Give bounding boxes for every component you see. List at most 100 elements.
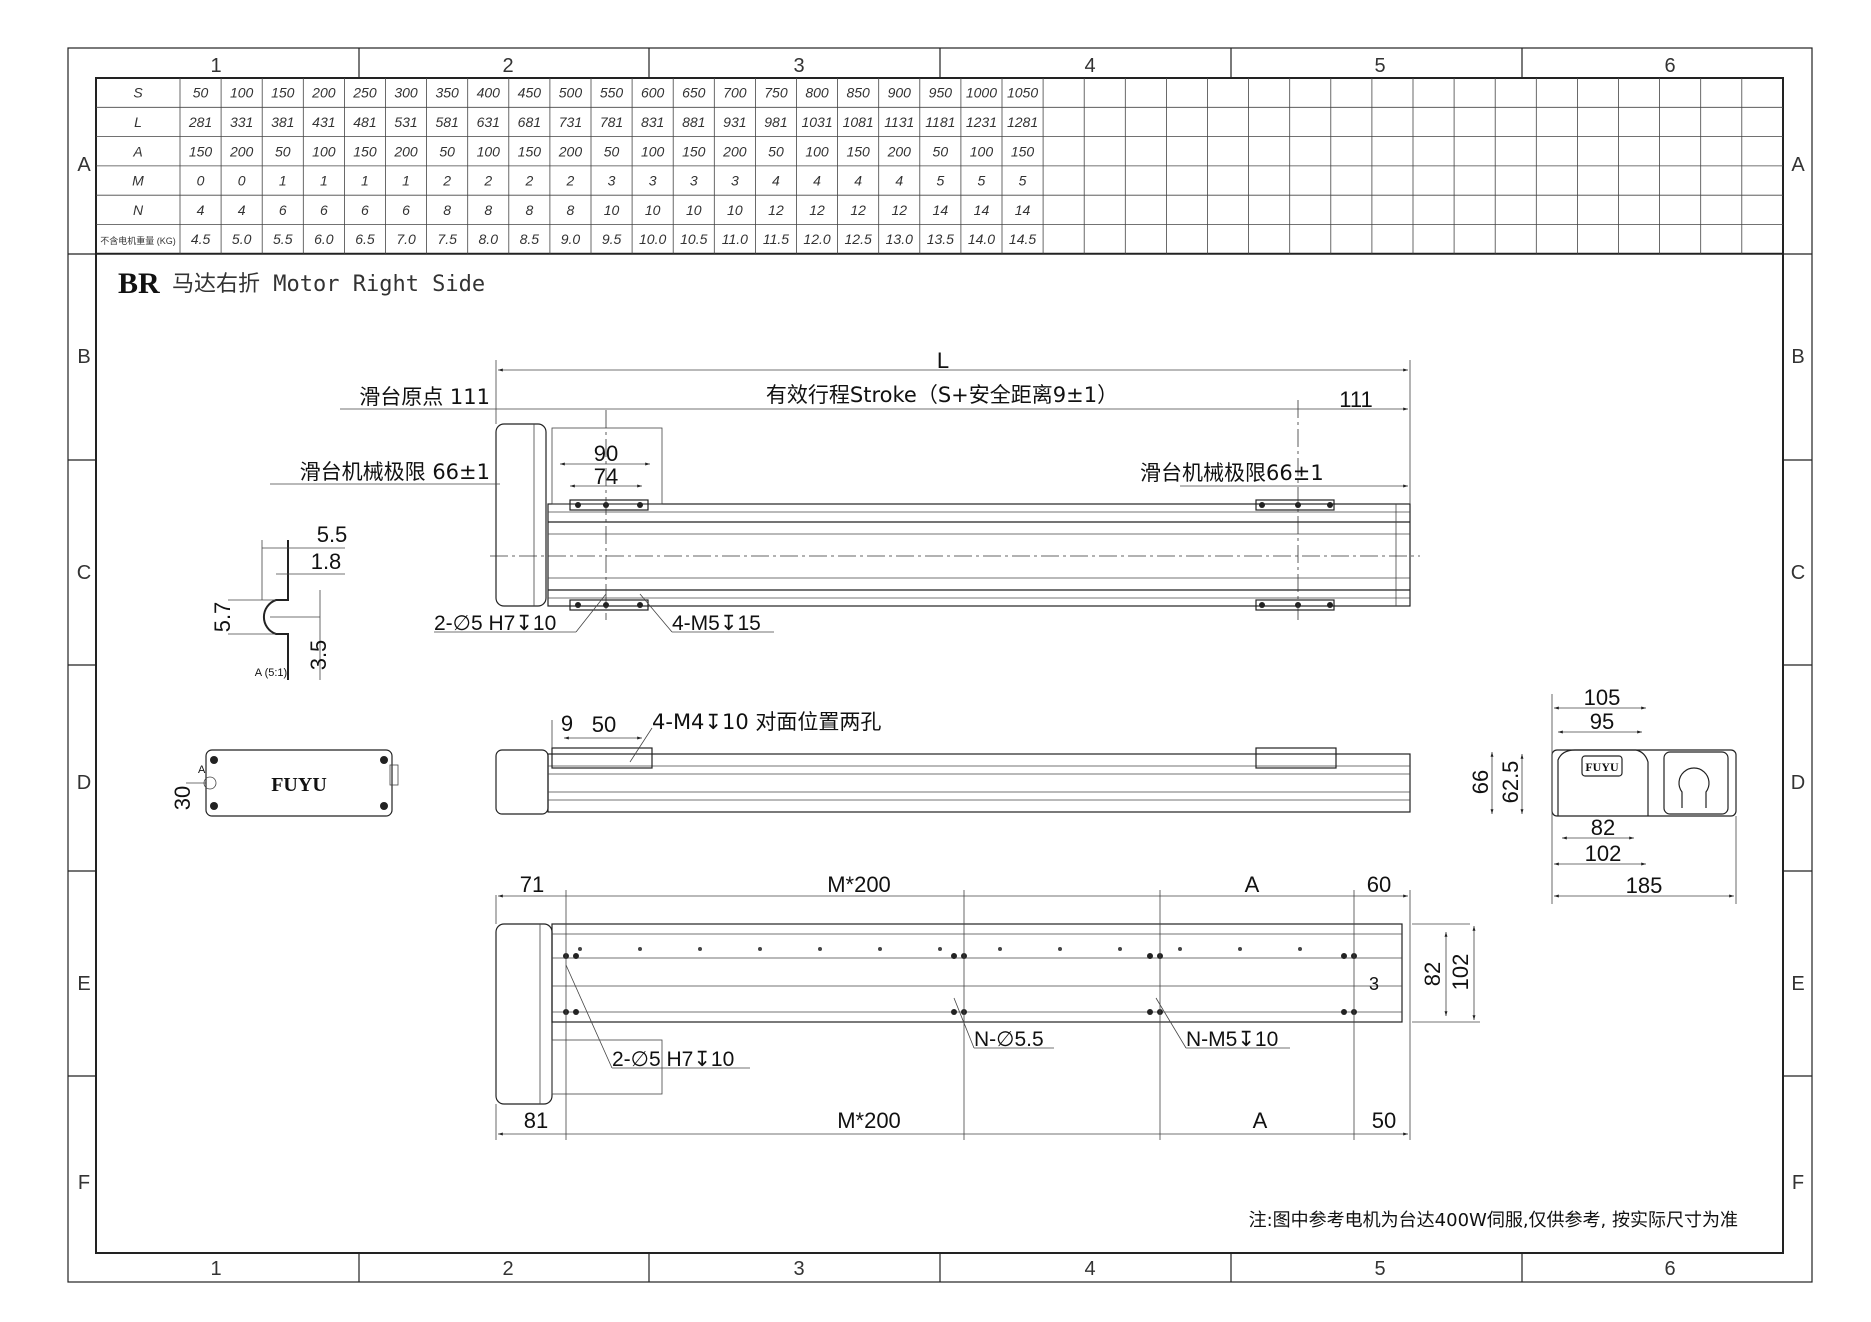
grid-column-label: 6 xyxy=(1664,55,1675,77)
table-cell: 2 xyxy=(442,173,451,189)
table-cell: 50 xyxy=(439,143,455,159)
row-header: S xyxy=(133,85,143,101)
grid-column-label: 1 xyxy=(210,1258,221,1280)
table-cell: 100 xyxy=(970,143,994,159)
table-cell: 13.5 xyxy=(927,231,954,247)
dim-L: L xyxy=(937,348,949,373)
dim-bot-a: A xyxy=(1253,1108,1268,1133)
table-cell: 8 xyxy=(525,202,533,218)
table-cell: 50 xyxy=(275,143,291,159)
grid-column-label: 5 xyxy=(1374,55,1385,77)
table-cell: 10 xyxy=(645,202,661,218)
table-cell: 14 xyxy=(933,202,949,218)
bottom-view: 71 M*200 A 60 81 M*200 A 50 82 102 3 2-∅… xyxy=(495,872,1480,1140)
dim-71: 71 xyxy=(520,872,544,897)
table-cell: 8 xyxy=(484,202,492,218)
dim-limit-left: 滑台机械极限 66±1 xyxy=(300,460,490,484)
table-cell: 3 xyxy=(731,173,739,189)
table-cell: 8 xyxy=(567,202,575,218)
table-cell: 100 xyxy=(805,143,829,159)
table-cell: 7.0 xyxy=(396,231,416,247)
table-cell: 200 xyxy=(887,143,912,159)
grid-row-label: C xyxy=(1791,562,1805,584)
table-cell: 2 xyxy=(566,173,575,189)
dim-95: 95 xyxy=(1590,709,1614,734)
grid-column-label: 5 xyxy=(1374,1258,1385,1280)
view-title: 马达右折 Motor Right Side xyxy=(172,272,485,297)
fuyu-logo: FUYU xyxy=(271,774,327,796)
table-cell: 300 xyxy=(394,85,418,101)
table-cell: 200 xyxy=(311,85,336,101)
table-cell: 12.0 xyxy=(803,231,830,247)
table-cell: 1231 xyxy=(966,114,997,130)
table-cell: 581 xyxy=(435,114,458,130)
table-cell: 531 xyxy=(394,114,417,130)
table-cell: 3 xyxy=(608,173,616,189)
table-cell: 0 xyxy=(197,173,205,189)
table-cell: 4 xyxy=(813,173,821,189)
table-cell: 800 xyxy=(805,85,829,101)
table-cell: 831 xyxy=(641,114,664,130)
table-cell: 11.0 xyxy=(722,231,748,247)
dim-62-5: 62.5 xyxy=(1498,761,1523,804)
dim-origin: 滑台原点 111 xyxy=(359,385,490,409)
table-cell: 1 xyxy=(279,173,287,189)
table-cell: 1131 xyxy=(884,114,914,130)
table-cell: 4 xyxy=(895,173,903,189)
table-cell: 100 xyxy=(477,143,501,159)
grid-column-label: 2 xyxy=(502,1258,513,1280)
table-cell: 10.5 xyxy=(680,231,707,247)
n-tap-label: N-M5↧10 xyxy=(1186,1028,1278,1051)
row-header: M xyxy=(132,173,144,189)
table-cell: 50 xyxy=(768,143,784,159)
dim-1-8: 1.8 xyxy=(311,549,342,574)
table-cell: 1281 xyxy=(1007,114,1038,130)
grid-column-label: 3 xyxy=(793,1258,804,1280)
table-cell: 6 xyxy=(279,202,287,218)
detail-a-label: A (5:1) xyxy=(255,667,287,679)
dim-60: 60 xyxy=(1367,872,1391,897)
detail-a: 5.5 1.8 5.7 3.5 A (5:1) xyxy=(210,522,347,680)
section-marker: A xyxy=(198,764,206,776)
table-cell: 731 xyxy=(559,114,582,130)
table-cell: 14.5 xyxy=(1009,231,1036,247)
dim-50: 50 xyxy=(592,712,616,737)
table-cell: 450 xyxy=(518,85,542,101)
table-cell: 4 xyxy=(772,173,780,189)
table-cell: 9.0 xyxy=(561,231,581,247)
table-cell: 150 xyxy=(1011,143,1035,159)
dim-102-bottom: 102 xyxy=(1448,954,1473,991)
grid-column-label: 4 xyxy=(1084,55,1095,77)
table-cell: 6.0 xyxy=(314,231,334,247)
table-cell: 1031 xyxy=(801,114,832,130)
table-cell: 11.5 xyxy=(763,231,789,247)
table-cell: 12 xyxy=(768,202,784,218)
table-cell: 431 xyxy=(312,114,335,130)
grid-row-label: E xyxy=(77,973,90,995)
dim-top-a: A xyxy=(1245,872,1260,897)
top-view: L 有效行程Stroke（S+安全距离9±1） 滑台原点 111 111 滑台机… xyxy=(270,348,1420,635)
table-cell: 6.5 xyxy=(355,231,375,247)
grid-row-label: B xyxy=(1791,346,1804,368)
table-cell: 381 xyxy=(271,114,294,130)
table-cell: 6 xyxy=(402,202,410,218)
table-cell: 681 xyxy=(518,114,541,130)
table-cell: 1 xyxy=(402,173,410,189)
grid-row-label: D xyxy=(77,772,91,794)
table-cell: 0 xyxy=(238,173,246,189)
table-cell: 50 xyxy=(933,143,949,159)
dim-bot-m200: M*200 xyxy=(837,1108,901,1133)
table-cell: 500 xyxy=(559,85,583,101)
pin-hole-label: 2-∅5 H7↧10 xyxy=(434,612,556,635)
row-header: A xyxy=(132,143,142,159)
dim-185: 185 xyxy=(1626,873,1663,898)
table-cell: 3 xyxy=(649,173,657,189)
table-cell: 981 xyxy=(764,114,787,130)
grid-row-label: D xyxy=(1791,772,1805,794)
dim-limit-right: 滑台机械极限66±1 xyxy=(1140,461,1324,485)
table-cell: 150 xyxy=(682,143,706,159)
table-cell: 631 xyxy=(477,114,500,130)
